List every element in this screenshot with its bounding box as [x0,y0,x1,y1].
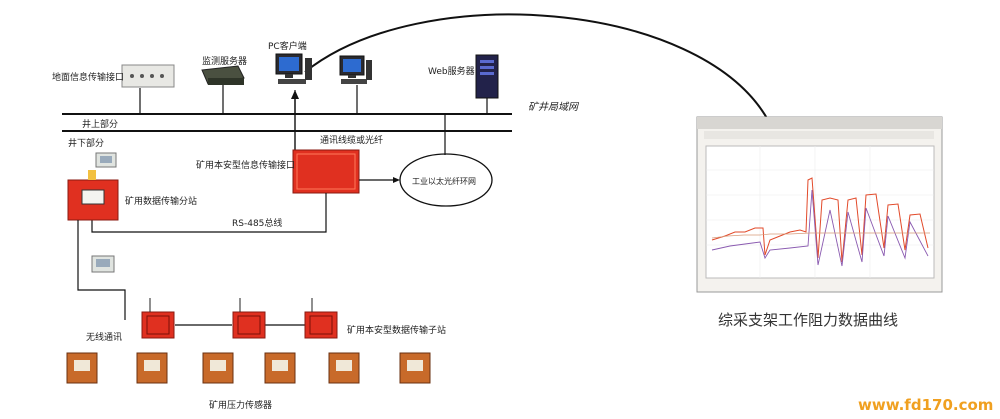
pressure-sensor-4 [264,352,296,384]
pc-client-label: PC客户端 [268,40,307,52]
intrinsic-substation-3 [304,298,338,339]
intrinsic-substation-label: 矿用本安型数据传输子站 [347,324,446,336]
data-substation-label: 矿用数据传输分站 [125,195,197,207]
comm-cable-label: 通讯线缆或光纤 [320,134,383,146]
data-curve-screenshot [696,116,943,293]
pc-client-1-icon [275,53,312,84]
pressure-sensor-label: 矿用压力传感器 [209,399,272,411]
pc-client-2-icon [339,55,372,84]
below-ground-label: 井下部分 [68,137,104,149]
intrinsic-substation-1 [141,298,175,339]
ground-interface-label: 地面信息传输接口 [52,71,124,83]
rs485-label: RS-485总线 [232,217,282,229]
ethernet-ring [399,153,493,207]
intrinsic-interface-label: 矿用本安型信息传输接口 [196,159,295,171]
wireless-label: 无线通讯 [86,331,122,343]
intrinsic-interface-device [292,149,360,194]
connection-curve [304,13,769,121]
web-server-icon [475,54,499,99]
pressure-sensor-2 [136,352,168,384]
small-device-2 [91,255,115,273]
pressure-sensor-5 [328,352,360,384]
pressure-sensor-6 [399,352,431,384]
small-device-1 [95,152,117,168]
ground-interface-device [121,64,175,88]
chart-caption: 综采支架工作阻力数据曲线 [718,311,898,329]
pressure-sensor-3 [202,352,234,384]
mine-lan-label: 矿井局域网 [528,101,580,113]
monitor-server-device [201,65,245,85]
web-server-label: Web服务器 [428,65,475,77]
ethernet-ring-label: 工业以太光纤环网 [412,176,476,186]
intrinsic-substation-2 [232,298,266,339]
data-substation-device [67,170,119,221]
watermark: www.fd170.com [858,396,993,414]
above-ground-label: 井上部分 [82,118,118,130]
monitor-server-label: 监测服务器 [202,55,247,67]
pressure-sensor-1 [66,352,98,384]
